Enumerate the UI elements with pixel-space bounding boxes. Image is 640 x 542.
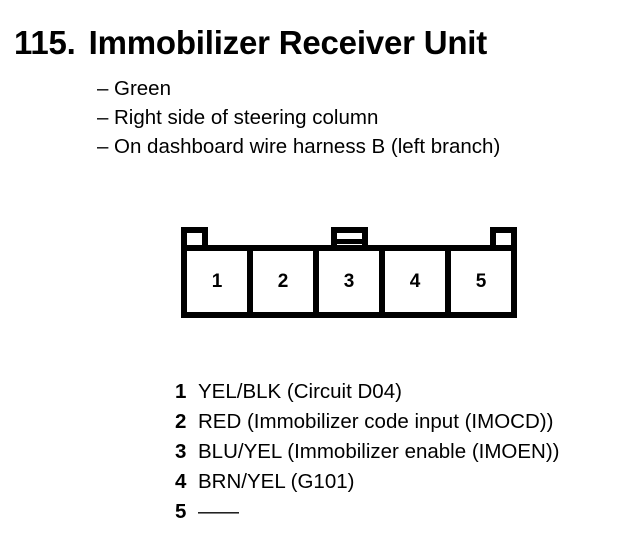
legend-pin-description: BRN/YEL (G101) bbox=[198, 470, 355, 493]
connector-pin-5: 5 bbox=[451, 251, 511, 312]
dash-bullet-icon: – bbox=[97, 106, 109, 129]
pin-legend: 1 YEL/BLK (Circuit D04) 2 RED (Immobiliz… bbox=[175, 377, 560, 527]
list-item-label: On dashboard wire harness B (left branch… bbox=[114, 135, 501, 158]
connector-body: 1 2 3 4 5 bbox=[181, 245, 517, 318]
connector-latch-slot bbox=[337, 239, 362, 244]
connector-diagram: 1 2 3 4 5 bbox=[181, 227, 517, 318]
connector-pin-4: 4 bbox=[385, 251, 451, 312]
legend-row: 3 BLU/YEL (Immobilizer enable (IMOEN)) bbox=[175, 437, 560, 467]
legend-pin-number: 1 bbox=[175, 380, 187, 403]
legend-row: 1 YEL/BLK (Circuit D04) bbox=[175, 377, 560, 407]
connector-pin-2: 2 bbox=[253, 251, 319, 312]
dash-bullet-icon: – bbox=[97, 135, 109, 158]
legend-pin-description: YEL/BLK (Circuit D04) bbox=[198, 380, 402, 403]
legend-pin-number: 4 bbox=[175, 470, 187, 493]
connector-pin-1: 1 bbox=[187, 251, 253, 312]
legend-pin-description: BLU/YEL (Immobilizer enable (IMOEN)) bbox=[198, 440, 560, 463]
page-title-text: Immobilizer Receiver Unit bbox=[88, 24, 488, 61]
dash-bullet-icon: – bbox=[97, 77, 109, 100]
list-item: – On dashboard wire harness B (left bran… bbox=[97, 132, 500, 161]
legend-pin-number: 5 bbox=[175, 500, 187, 523]
list-item-label: Green bbox=[114, 77, 171, 100]
legend-row: 2 RED (Immobilizer code input (IMOCD)) bbox=[175, 407, 560, 437]
connector-pin-3: 3 bbox=[319, 251, 385, 312]
legend-pin-number: 3 bbox=[175, 440, 187, 463]
list-item: – Green bbox=[97, 74, 500, 103]
list-item: – Right side of steering column bbox=[97, 103, 500, 132]
description-list: – Green – Right side of steering column … bbox=[97, 74, 500, 161]
legend-pin-number: 2 bbox=[175, 410, 187, 433]
page-title: 115. Immobilizer Receiver Unit bbox=[14, 24, 487, 62]
legend-row: 4 BRN/YEL (G101) bbox=[175, 467, 560, 497]
legend-pin-description: RED (Immobilizer code input (IMOCD)) bbox=[198, 410, 554, 433]
legend-pin-description: —— bbox=[198, 500, 239, 523]
page-title-number: 115. bbox=[14, 24, 76, 61]
list-item-label: Right side of steering column bbox=[114, 106, 379, 129]
legend-row: 5 —— bbox=[175, 497, 560, 527]
